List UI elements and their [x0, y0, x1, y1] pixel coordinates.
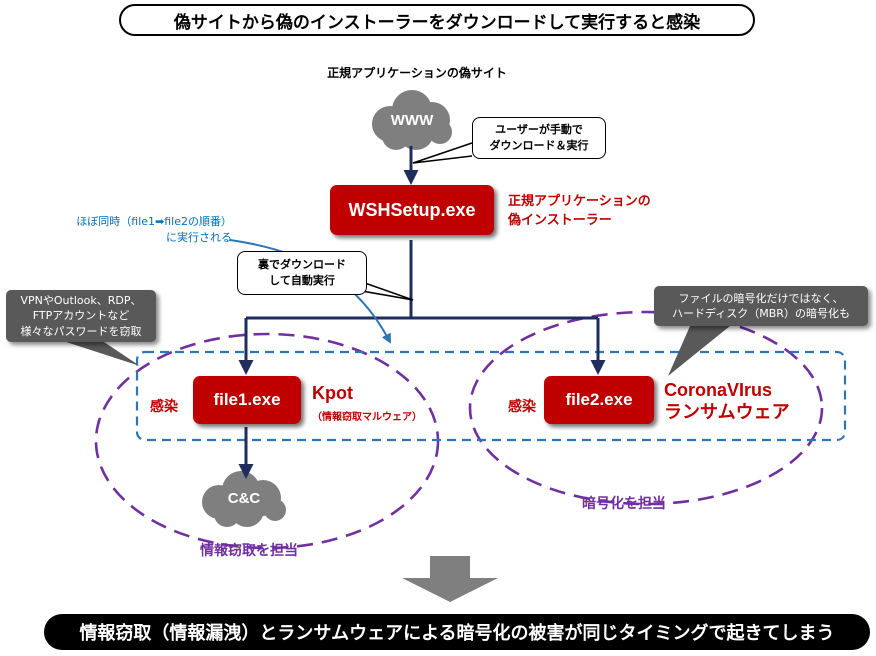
cc-cloud-label: C&C [227, 490, 261, 507]
simultaneous-exec-box [135, 350, 847, 442]
installer-description: 正規アプリケーションの 偽インストーラー [508, 193, 651, 231]
password-callout-line1: VPNやOutlook、RDP、 [20, 293, 142, 307]
encryption-callout-line2: ハードディスク（MBR）の暗号化も [672, 307, 850, 320]
file1-infected-label: 感染 [150, 399, 178, 415]
user-action-callout: ユーザーが手動で ダウンロード＆実行 [472, 117, 606, 159]
file1-exe-box: file1.exe [193, 376, 301, 424]
timing-note-line1: ほぼ同時（file1➡file2の順番） [76, 215, 232, 228]
password-callout-line2: FTPアカウントなど [32, 309, 130, 323]
installer-desc-line1: 正規アプリケーションの [508, 194, 651, 209]
encryption-callout-line1: ファイルの暗号化だけではなく、 [678, 291, 844, 305]
www-cloud-label: WWW [390, 112, 434, 129]
fake-site-label: 正規アプリケーションの偽サイト [327, 66, 507, 80]
file2-role-ellipse [468, 310, 824, 506]
diagram-title: 偽サイトから偽のインストーラーをダウンロードして実行すると感染 [119, 4, 755, 36]
hidden-download-line2: して自動実行 [269, 274, 335, 287]
conclusion-banner: 情報窃取（情報漏洩）とランサムウェアによる暗号化の被害が同じタイミングで起きてし… [44, 614, 870, 650]
conclusion-arrow [402, 556, 498, 602]
file2-exe-box: file2.exe [544, 376, 654, 424]
password-callout-line3: 様々なパスワードを窃取 [20, 324, 142, 338]
hidden-download-line1: 裏でダウンロード [258, 258, 346, 272]
file2-malware-line1: CoronaVIrus [664, 380, 773, 400]
file2-malware-name: CoronaVIrus ランサムウェア [664, 380, 790, 423]
timing-note-line2: に実行される [166, 230, 232, 244]
password-theft-callout: VPNやOutlook、RDP、 FTPアカウントなど 様々なパスワードを窃取 [6, 290, 156, 342]
disk-encryption-callout: ファイルの暗号化だけではなく、 ハードディスク（MBR）の暗号化も [654, 286, 868, 326]
file1-malware-desc: （情報窃取マルウェア） [312, 412, 422, 423]
user-action-line2: ダウンロード＆実行 [489, 139, 589, 152]
file2-infected-label: 感染 [508, 399, 536, 415]
file2-role-label: 暗号化を担当 [582, 496, 666, 512]
cc-cloud-shape [202, 471, 286, 527]
user-action-line1: ユーザーが手動で [495, 123, 583, 137]
hidden-download-callout: 裏でダウンロード して自動実行 [237, 251, 367, 295]
file1-role-label: 情報窃取を担当 [200, 543, 298, 559]
www-cloud-shape [372, 90, 452, 150]
installer-exe-box: WSHSetup.exe [330, 185, 494, 235]
installer-desc-line2: 偽インストーラー [508, 212, 612, 228]
timing-note: ほぼ同時（file1➡file2の順番） に実行される [22, 214, 232, 246]
file2-malware-line2: ランサムウェア [664, 401, 790, 423]
file1-malware-name: Kpot [312, 383, 353, 403]
